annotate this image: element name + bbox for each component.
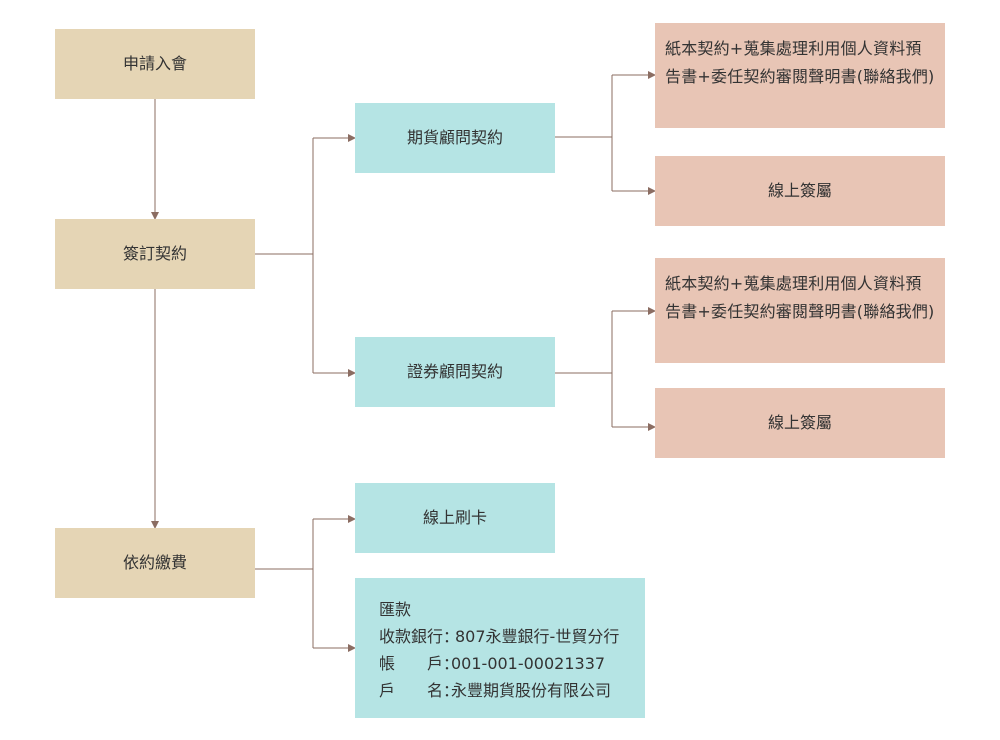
bank-transfer-node: 匯款 收款銀行：807永豐銀行-世貿分行 帳 戶：001-001-0002133…	[355, 578, 645, 718]
account-value: 001-001-00021337	[451, 654, 606, 673]
futures-paper-option-label: 紙本契約+蒐集處理利用個人資料預告書+委任契約審閱聲明書(聯絡我們)	[665, 39, 935, 86]
futures-online-sign-option: 線上簽屬	[655, 156, 945, 226]
account-label: 帳 戶：	[379, 654, 460, 673]
sign-contract-label: 簽訂契約	[122, 244, 187, 263]
sign-contract-step: 簽訂契約	[55, 219, 255, 289]
futures-online-sign-label: 線上簽屬	[767, 181, 832, 200]
account-info-line: 帳 戶：001-001-00021337	[379, 650, 621, 677]
securities-contract-node: 證券顧問契約	[355, 337, 555, 407]
holder-value: 永豐期貨股份有限公司	[451, 681, 612, 700]
online-card-payment-label: 線上刷卡	[422, 508, 487, 527]
futures-contract-node: 期貨顧問契約	[355, 103, 555, 173]
bank-name-value: 807永豐銀行-世貿分行	[455, 627, 620, 646]
securities-online-sign-label: 線上簽屬	[767, 413, 832, 432]
pay-by-contract-step: 依約繳費	[55, 528, 255, 598]
online-card-payment-node: 線上刷卡	[355, 483, 555, 553]
securities-paper-option-label: 紙本契約+蒐集處理利用個人資料預告書+委任契約審閱聲明書(聯絡我們)	[665, 274, 935, 321]
futures-contract-label: 期貨顧問契約	[406, 128, 503, 147]
securities-paper-option: 紙本契約+蒐集處理利用個人資料預告書+委任契約審閱聲明書(聯絡我們)	[655, 258, 945, 363]
pay-by-contract-label: 依約繳費	[122, 553, 187, 572]
bank-transfer-title: 匯款	[379, 600, 412, 619]
securities-online-sign-option: 線上簽屬	[655, 388, 945, 458]
apply-membership-label: 申請入會	[122, 54, 187, 73]
apply-membership-step: 申請入會	[55, 29, 255, 99]
holder-label: 戶 名：	[379, 681, 460, 700]
bank-name-label: 收款銀行：	[379, 627, 460, 646]
bank-info-line: 收款銀行：807永豐銀行-世貿分行	[379, 623, 621, 650]
securities-contract-label: 證券顧問契約	[406, 362, 503, 381]
holder-info-line: 戶 名：永豐期貨股份有限公司	[379, 677, 621, 704]
futures-paper-option: 紙本契約+蒐集處理利用個人資料預告書+委任契約審閱聲明書(聯絡我們)	[655, 23, 945, 128]
